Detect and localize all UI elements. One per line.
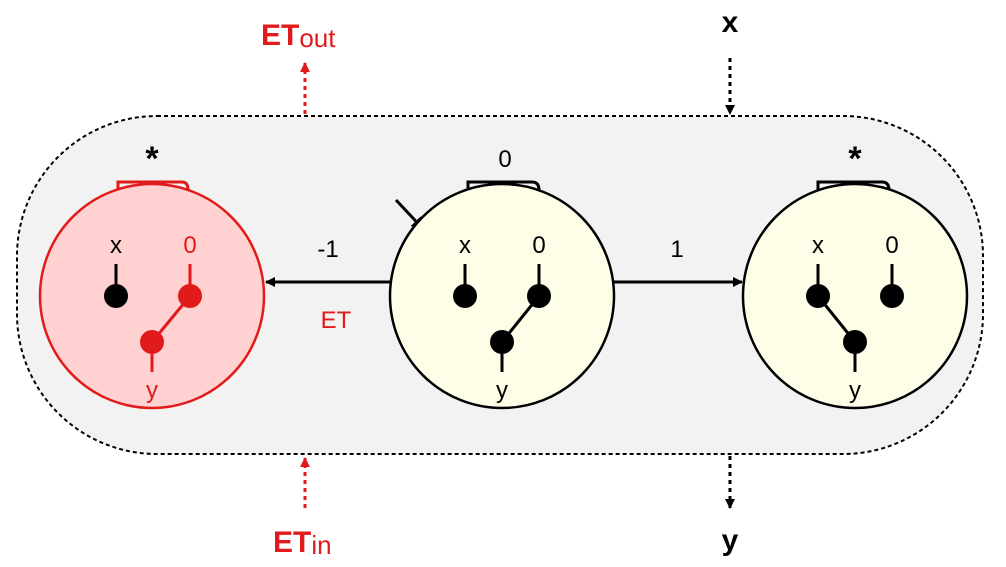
et-out-label: ETout bbox=[261, 19, 336, 53]
state-left-y-node bbox=[140, 330, 164, 354]
state-left-0-node bbox=[178, 284, 202, 308]
y-output-label: y bbox=[722, 524, 739, 557]
state-right-0-node bbox=[880, 284, 904, 308]
state-left-input-x: x bbox=[110, 232, 122, 259]
state-right-input-x: x bbox=[812, 232, 824, 259]
state-middle-0-node bbox=[527, 284, 551, 308]
state-middle-input-0: 0 bbox=[532, 232, 545, 259]
state-middle-x-node bbox=[453, 284, 477, 308]
state-left: * x 0 y bbox=[38, 140, 266, 410]
state-left-x-node bbox=[104, 284, 128, 308]
et-in-label: ETin bbox=[273, 526, 332, 560]
state-right-output-y: y bbox=[849, 377, 861, 404]
state-left-circle bbox=[38, 182, 266, 410]
transition-left-label: -1 bbox=[317, 236, 338, 263]
state-left-output-y: y bbox=[146, 377, 158, 404]
state-right: * x 0 y bbox=[741, 140, 969, 410]
state-right-input-0: 0 bbox=[885, 232, 898, 259]
state-right-circle bbox=[741, 182, 969, 410]
state-middle-output-y: y bbox=[496, 377, 508, 404]
state-middle-y-node bbox=[490, 330, 514, 354]
state-right-y-node bbox=[843, 330, 867, 354]
state-right-x-node bbox=[806, 284, 830, 308]
state-middle-input-x: x bbox=[459, 232, 471, 259]
x-input-label: x bbox=[722, 6, 739, 39]
state-middle-loop-label: 0 bbox=[498, 146, 511, 173]
state-middle-circle bbox=[388, 182, 616, 410]
state-right-loop-label: * bbox=[848, 140, 862, 178]
transition-right-label: 1 bbox=[670, 236, 683, 263]
state-left-input-0: 0 bbox=[183, 232, 196, 259]
state-left-loop-label: * bbox=[145, 140, 159, 178]
state-middle: 0 x 0 y bbox=[388, 146, 616, 410]
transition-left-et-label: ET bbox=[321, 307, 352, 334]
